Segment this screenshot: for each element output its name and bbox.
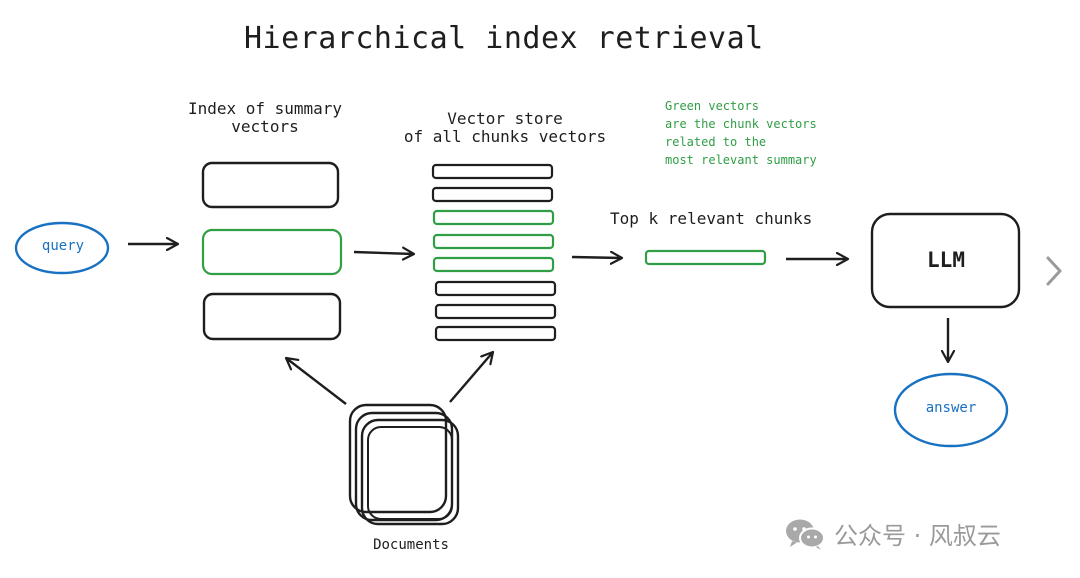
summary-vector xyxy=(201,161,340,209)
vector-store-label: Vector store of all chunks vectors xyxy=(400,110,610,145)
chunk-vector xyxy=(434,325,557,342)
chunk-vector xyxy=(431,163,554,180)
documents-icon xyxy=(348,403,460,526)
summary-index-label: Index of summary vectors xyxy=(180,100,350,135)
next-image-button[interactable] xyxy=(1040,252,1068,290)
llm-node xyxy=(870,212,1021,309)
answer-node xyxy=(893,372,1009,448)
arrow-docs-to-index xyxy=(286,358,347,405)
green-note-line: related to the xyxy=(665,135,767,149)
green-note-line: most relevant summary xyxy=(665,153,817,167)
llm-label: LLM xyxy=(927,248,965,272)
summary-vector-relevant xyxy=(201,228,343,276)
diagram-title: Hierarchical index retrieval xyxy=(244,21,764,56)
chunk-vector xyxy=(434,303,557,320)
vector-store-label-line2: of all chunks vectors xyxy=(403,126,607,146)
query-node xyxy=(14,221,110,275)
arrow-index-to-store xyxy=(353,252,414,254)
chunk-vector xyxy=(434,280,557,297)
wechat-icon xyxy=(786,519,825,550)
arrow-docs-to-store xyxy=(449,352,493,403)
chunk-vector xyxy=(431,186,554,203)
green-note-line: are the chunk vectors xyxy=(665,117,817,131)
vector-store-label-line1: Vector store xyxy=(447,109,563,128)
chunk-vector-green xyxy=(432,209,555,226)
summary-index-label-line2: vectors xyxy=(231,116,299,136)
arrow-store-to-topk xyxy=(571,257,622,258)
answer-label: answer xyxy=(925,400,977,416)
chevron-right-icon xyxy=(1046,256,1062,286)
summary-index-label-line1: Index of summary xyxy=(187,99,343,118)
documents-label: Documents xyxy=(373,537,449,553)
watermark: 公众号 · 风叔云 xyxy=(784,516,1001,551)
chunk-vector-green xyxy=(432,233,555,250)
green-note-line: Green vectors xyxy=(665,99,759,113)
top-k-chunk xyxy=(644,249,767,266)
chunk-vector-green xyxy=(432,256,555,273)
query-label: query xyxy=(41,238,85,254)
summary-vector xyxy=(202,292,342,341)
top-k-label: Top k relevant chunks xyxy=(610,209,813,228)
watermark-text: 公众号 · 风叔云 xyxy=(834,522,1001,550)
green-vectors-note: Green vectors are the chunk vectors rela… xyxy=(665,97,865,169)
